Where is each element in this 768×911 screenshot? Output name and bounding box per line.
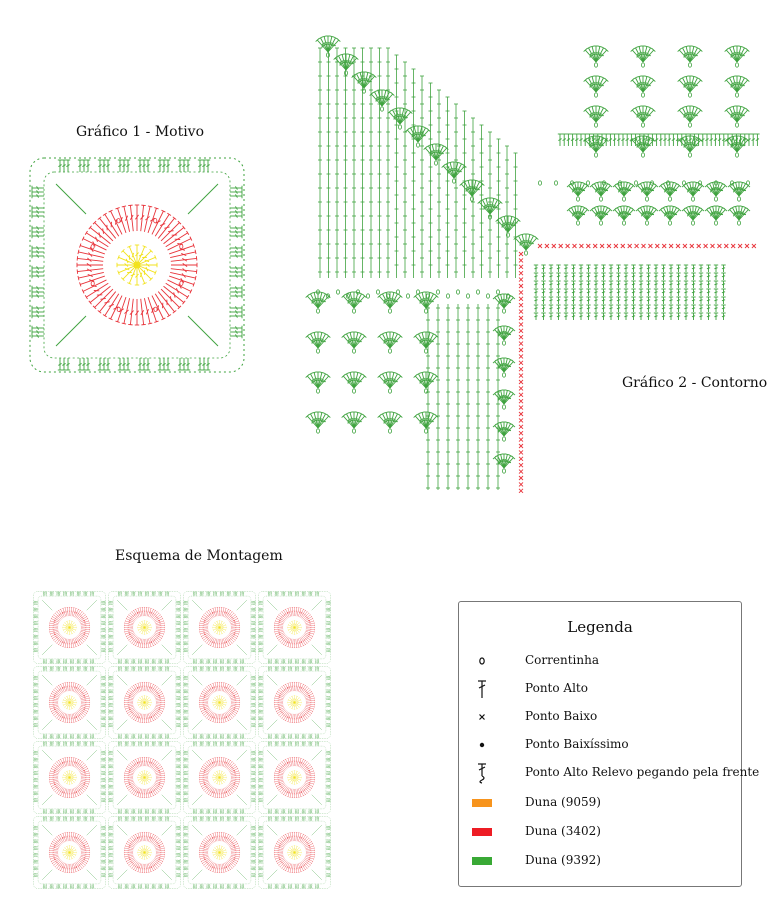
assembly-chart-title: Esquema de Montagem [115, 548, 283, 564]
legend-item-single-crochet: Ponto Baixo [459, 706, 741, 728]
contour-chart-title: Gráfico 2 - Contorno [622, 375, 768, 391]
chain-symbol-icon [479, 657, 485, 665]
motif-tile [108, 666, 181, 739]
legend-label: Duna (9392) [525, 853, 601, 867]
motif-tile [183, 666, 256, 739]
motif-chart-title: Gráfico 1 - Motivo [76, 124, 205, 140]
legend-item-double-crochet: Ponto Alto [459, 678, 741, 700]
single-crochet-symbol-icon [479, 714, 485, 720]
legend-item-slip-stitch: Ponto Baixíssimo [459, 734, 741, 756]
legend-item-color-green: Duna (9392) [459, 850, 741, 872]
legend-label: Ponto Baixíssimo [525, 737, 629, 751]
slip-stitch-symbol-icon [479, 742, 485, 748]
motif-tile [33, 741, 106, 814]
assembly-chart [33, 591, 331, 889]
legend-label: Ponto Baixo [525, 709, 598, 723]
legend-label: Duna (9059) [525, 795, 601, 809]
legend: Legenda Correntinha Ponto Alto Ponto Bai… [458, 601, 759, 887]
red-swatch-icon [472, 828, 492, 836]
motif-tile [258, 666, 331, 739]
green-swatch-icon [472, 857, 492, 865]
motif-tile [258, 816, 331, 889]
double-crochet-symbol-icon [478, 680, 486, 698]
motif-tile [108, 816, 181, 889]
motif-chart [29, 157, 245, 373]
motif-tile [33, 591, 106, 664]
legend-label: Duna (3402) [525, 824, 601, 838]
motif-tile [108, 591, 181, 664]
legend-label: Ponto Alto [525, 681, 588, 695]
legend-item-color-orange: Duna (9059) [459, 792, 741, 814]
motif-tile [258, 741, 331, 814]
legend-item-front-post: Ponto Alto Relevo pegando pela frente [459, 762, 759, 784]
legend-label: Correntinha [525, 653, 599, 667]
motif-tile [183, 816, 256, 889]
motif-tile [183, 741, 256, 814]
orange-swatch-icon [472, 799, 492, 807]
motif-tile [183, 591, 256, 664]
motif-tile [33, 666, 106, 739]
motif-tile [33, 816, 106, 889]
motif-tile [108, 741, 181, 814]
contour-chart [305, 35, 760, 494]
legend-title: Legenda [567, 618, 633, 636]
legend-item-color-red: Duna (3402) [459, 821, 741, 843]
legend-item-chain: Correntinha [459, 650, 741, 672]
front-post-double-crochet-symbol-icon [478, 763, 486, 784]
legend-label: Ponto Alto Relevo pegando pela frente [525, 765, 760, 779]
motif-tile [258, 591, 331, 664]
